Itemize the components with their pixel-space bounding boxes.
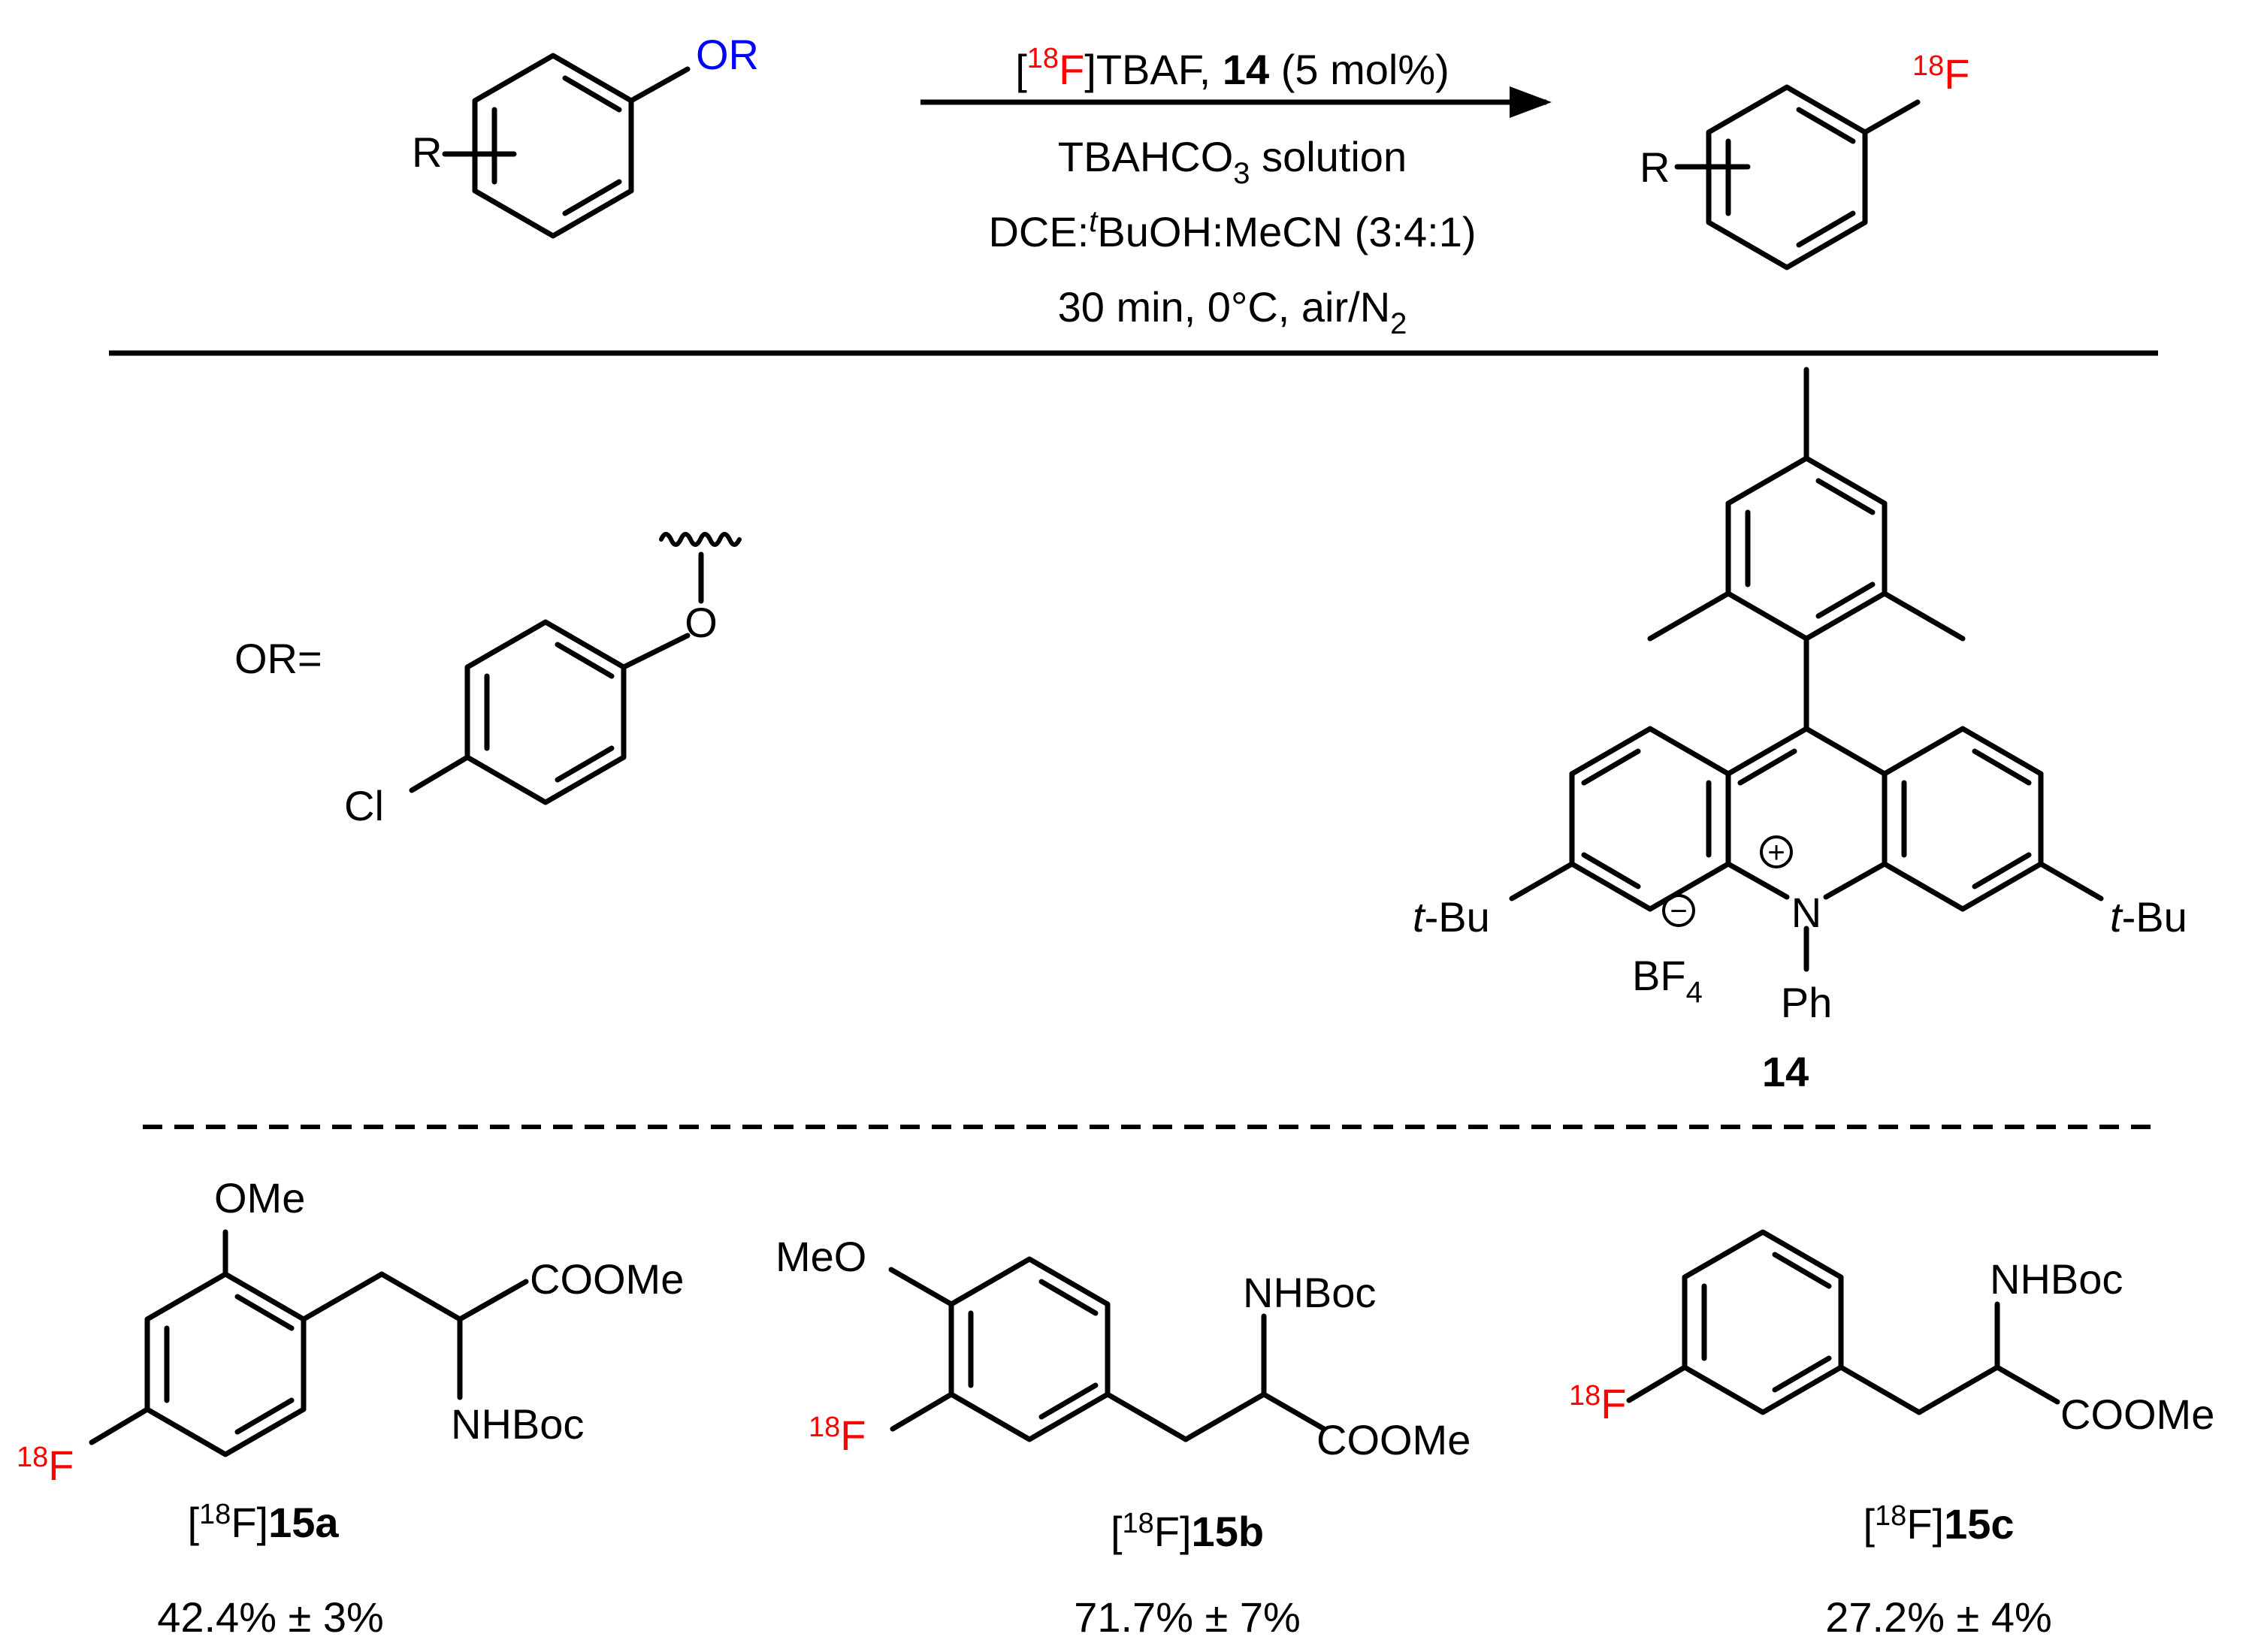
or-equals-label: OR= — [234, 635, 322, 682]
catalyst-tBu-left: t-Bu — [1413, 893, 1490, 941]
product-structure: R 18F — [1640, 50, 1970, 270]
product-18F-label: 18F — [1912, 50, 1970, 98]
ex15b-MeO-label: MeO — [775, 1233, 866, 1280]
ex15a-compound-label: [18F]15a — [187, 1499, 339, 1546]
catalyst-N-atom: N — [1791, 889, 1821, 936]
ex15c-yield: 27.2% ± 4% — [1825, 1593, 2052, 1641]
condition-line-1: [18F]TBAF, 14 (5 mol%) — [1015, 43, 1449, 93]
ex15b-yield: 71.7% ± 7% — [1074, 1593, 1301, 1641]
catalyst-label: 14 — [1762, 1048, 1809, 1095]
example-15b-structure: MeO NHBoc COOMe 18F [18F]15b 71.7% ± 7% — [775, 1233, 1471, 1641]
condition-line-4: 30 min, 0°C, air/N2 — [1058, 283, 1407, 340]
substrate-OR-label: OR — [696, 31, 759, 78]
catalyst-BF4-label: BF4 — [1632, 952, 1703, 1009]
product-R-label: R — [1640, 143, 1670, 191]
catalyst-Ph-label: Ph — [1781, 979, 1833, 1026]
substrate-structure: R OR — [412, 31, 759, 239]
ex15c-NHBoc-label: NHBoc — [1990, 1255, 2123, 1303]
ex15c-18F-label: 18F — [1569, 1380, 1627, 1427]
condition-line-3: DCE:tBuOH:MeCN (3:4:1) — [988, 205, 1476, 255]
ex15b-18F-label: 18F — [809, 1412, 866, 1459]
catalyst-plus-charge: + — [1767, 836, 1785, 869]
or-O-atom: O — [685, 599, 718, 646]
or-Cl-atom: Cl — [344, 782, 384, 829]
ex15a-NHBoc-label: NHBoc — [451, 1400, 584, 1448]
ex15c-compound-label: [18F]15c — [1863, 1500, 2014, 1548]
ex15b-compound-label: [18F]15b — [1111, 1508, 1264, 1555]
example-15a-structure: OMe COOMe NHBoc 18F [18F]15a 42.4% ± 3% — [17, 1174, 684, 1641]
substrate-R-label: R — [412, 128, 442, 176]
ex15a-18F-label: 18F — [17, 1442, 74, 1489]
ex15b-NHBoc-label: NHBoc — [1243, 1269, 1376, 1316]
reaction-conditions: [18F]TBAF, 14 (5 mol%) TBAHCO3 solution … — [920, 43, 1552, 340]
condition-line-2: TBAHCO3 solution — [1058, 133, 1407, 190]
example-15c-structure: NHBoc COOMe 18F [18F]15c 27.2% ± 4% — [1569, 1229, 2214, 1641]
ex15b-COOMe-label: COOMe — [1316, 1416, 1471, 1463]
catalyst-minus-charge: − — [1670, 895, 1687, 928]
catalyst-14-structure: + − N Ph BF4 t-Bu t-Bu 14 — [1413, 367, 2187, 1095]
or-definition: OR= O Cl — [234, 532, 742, 829]
ex15a-OMe-label: OMe — [214, 1174, 305, 1222]
ex15a-yield: 42.4% ± 3% — [157, 1593, 384, 1641]
ex15a-COOMe-label: COOMe — [530, 1255, 684, 1303]
catalyst-tBu-right: t-Bu — [2110, 893, 2187, 941]
ex15c-COOMe-label: COOMe — [2060, 1391, 2214, 1438]
